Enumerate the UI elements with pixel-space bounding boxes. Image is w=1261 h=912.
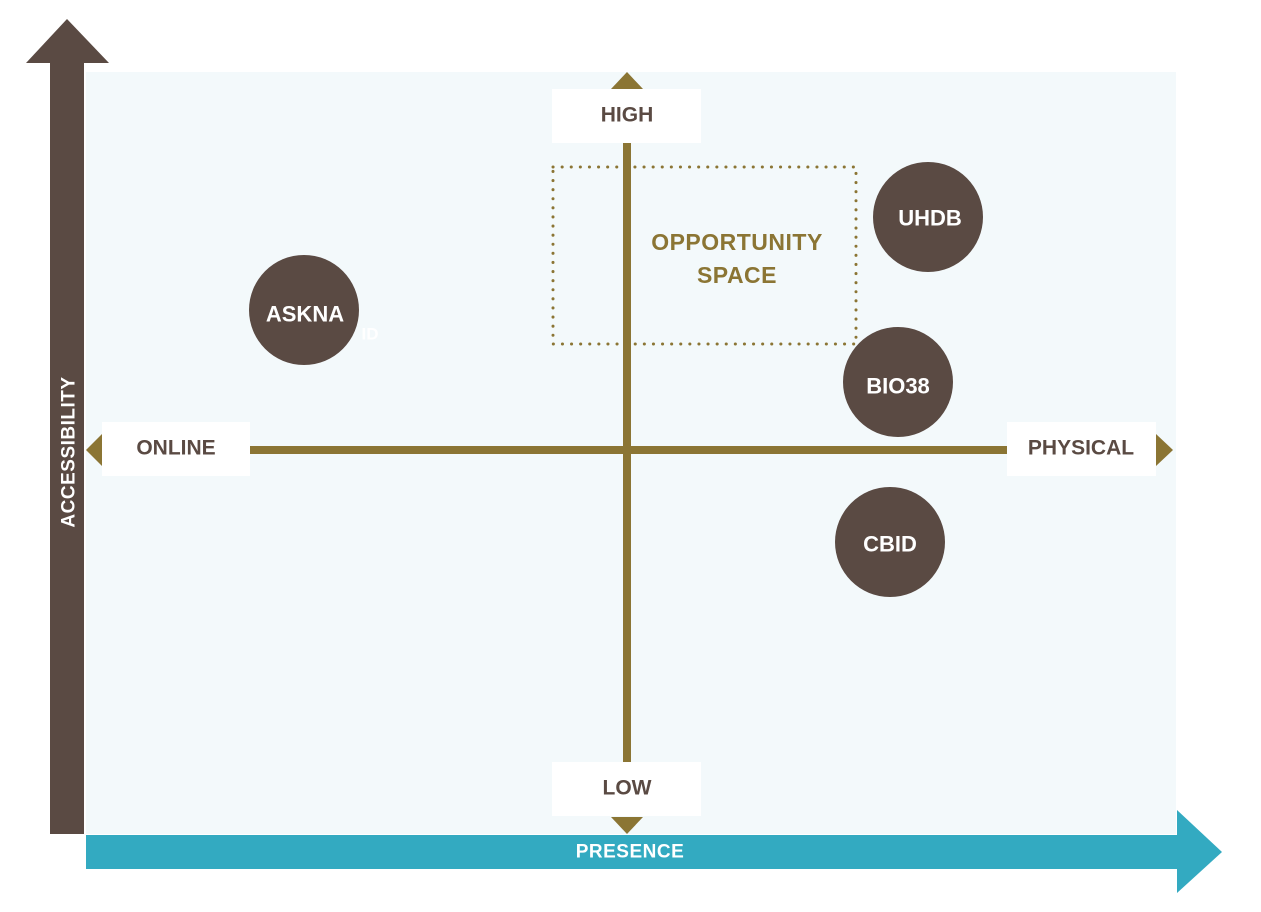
horizontal-axis-line <box>248 446 1008 454</box>
bubble-askna-label: ASKNA <box>266 302 344 327</box>
label-physical-text: PHYSICAL <box>1028 437 1134 460</box>
bubble-cbid-label: CBID <box>863 532 917 557</box>
arrowhead-right-icon <box>1156 434 1173 466</box>
ghost-label: ID <box>362 325 379 344</box>
arrowhead-up-icon <box>611 72 643 89</box>
accessibility-axis-title: ACCESSIBILITY <box>59 376 80 527</box>
label-high-text: HIGH <box>601 104 654 127</box>
accessibility-arrow <box>26 19 109 834</box>
label-online-text: ONLINE <box>136 437 215 460</box>
label-online: ONLINE <box>102 422 250 476</box>
bubble-uhdb-label: UHDB <box>898 206 962 231</box>
presence-arrow <box>86 810 1222 893</box>
label-low-text: LOW <box>603 777 652 800</box>
label-high: HIGH <box>552 89 701 143</box>
label-low: LOW <box>552 762 701 816</box>
opportunity-label-line1: OPPORTUNITY <box>651 229 823 255</box>
bubble-cbid: CBID <box>835 487 945 597</box>
label-physical: PHYSICAL <box>1007 422 1156 476</box>
bubble-askna: ASKNA <box>249 255 359 365</box>
bubble-bio38-label: BIO38 <box>866 374 930 399</box>
arrowhead-down-icon <box>611 817 643 834</box>
presence-axis-title: PRESENCE <box>576 842 685 863</box>
bubble-uhdb: UHDB <box>873 162 983 272</box>
opportunity-label-line2: SPACE <box>697 262 777 288</box>
opportunity-space-box <box>551 165 858 346</box>
arrowhead-left-icon <box>86 434 102 466</box>
bubble-bio38: BIO38 <box>843 327 953 437</box>
